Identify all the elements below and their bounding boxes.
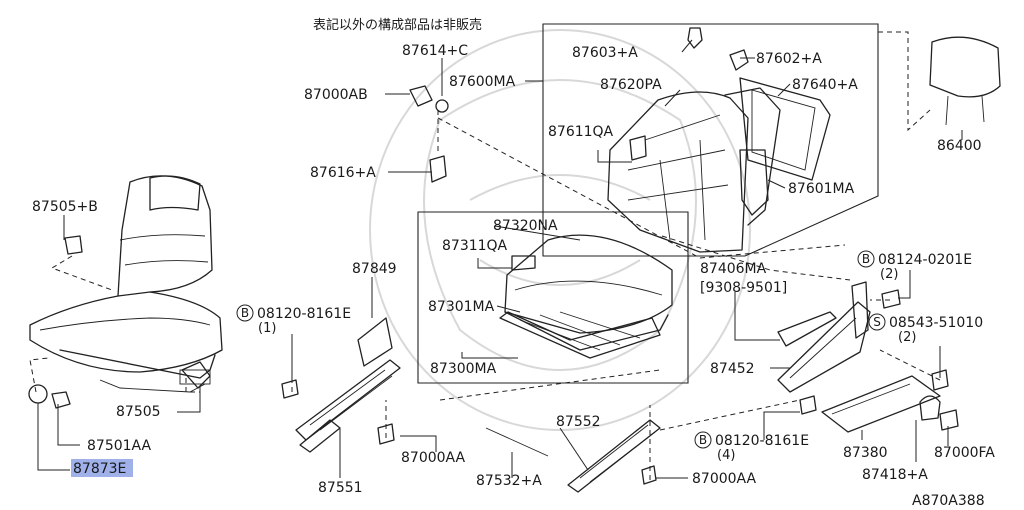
part-label-87551[interactable]: 87551 — [318, 480, 363, 496]
qty-08120-8161E-a: (1) — [258, 321, 276, 336]
part-label-87611QA[interactable]: 87611QA — [548, 124, 614, 140]
svg-text:B: B — [241, 306, 249, 320]
svg-text:B: B — [862, 252, 870, 266]
seat-cushion-illustration — [499, 234, 673, 359]
part-label-87452[interactable]: 87452 — [710, 361, 755, 377]
part-label-87000AB[interactable]: 87000AB — [304, 87, 368, 103]
part-label-08124-0201E[interactable]: 08124-0201E — [878, 252, 972, 268]
complete-seat-illustration — [29, 175, 223, 393]
highlight-87873E — [71, 459, 133, 477]
part-label-08120-8161E-b[interactable]: 08120-8161E — [715, 433, 809, 449]
seatback-illustration — [607, 27, 831, 253]
leader-lines — [37, 39, 963, 479]
part-label-87406MA[interactable]: 87406MA — [700, 261, 767, 277]
part-label-87301MA[interactable]: 87301MA — [428, 299, 495, 315]
svg-text:B: B — [699, 433, 707, 447]
part-label-08543-51010[interactable]: 08543-51010 — [889, 315, 983, 331]
part-label-87849[interactable]: 87849 — [352, 261, 397, 277]
part-label-87614C[interactable]: 87614+C — [402, 43, 468, 59]
fastener-parts — [28, 85, 959, 485]
part-label-87601MA[interactable]: 87601MA — [788, 181, 855, 197]
screw-symbol-s: S — [868, 313, 886, 331]
part-label-08120-8161E-a[interactable]: 08120-8161E — [257, 306, 351, 322]
part-label-87311QA[interactable]: 87311QA — [442, 238, 508, 254]
part-label-87501AA[interactable]: 87501AA — [87, 438, 152, 454]
part-label-87616A[interactable]: 87616+A — [310, 165, 376, 181]
part-label-87000AA-b[interactable]: 87000AA — [692, 471, 757, 487]
part-label-87505B[interactable]: 87505+B — [32, 199, 98, 215]
note-text: 表記以外の構成部品は非販売 — [313, 17, 482, 33]
part-label-87300MA[interactable]: 87300MA — [430, 361, 497, 377]
diagram-code: A870A388 — [912, 493, 985, 509]
headrest-illustration — [929, 36, 1001, 126]
part-label-87418A[interactable]: 87418+A — [862, 467, 928, 483]
part-label-87000FA[interactable]: 87000FA — [934, 445, 995, 461]
part-label-87552[interactable]: 87552 — [556, 414, 601, 430]
part-label-87600MA[interactable]: 87600MA — [449, 74, 516, 90]
part-label-87602A[interactable]: 87602+A — [756, 51, 822, 67]
part-label-87406MA-range: [9308-9501] — [700, 280, 787, 296]
qty-08543-51010: (2) — [898, 330, 916, 345]
seatback-group-frame — [542, 23, 879, 257]
bolt-symbol-b-3: B — [694, 431, 712, 449]
part-label-87380[interactable]: 87380 — [843, 445, 888, 461]
part-label-87532A[interactable]: 87532+A — [476, 473, 542, 489]
part-label-87620PA[interactable]: 87620PA — [600, 77, 662, 93]
bolt-symbol-b-1: B — [857, 250, 875, 268]
svg-text:S: S — [873, 315, 881, 329]
part-label-87000AA-a[interactable]: 87000AA — [401, 450, 466, 466]
part-label-87640A[interactable]: 87640+A — [792, 77, 858, 93]
part-label-87320NA[interactable]: 87320NA — [493, 218, 558, 234]
part-label-87873E[interactable]: 87873E — [73, 461, 126, 477]
qty-08124-0201E: (2) — [880, 267, 898, 282]
dashed-guide-lines — [29, 31, 941, 480]
bolt-symbol-b-2: B — [236, 304, 254, 322]
part-label-87505[interactable]: 87505 — [116, 404, 161, 420]
part-label-87603A[interactable]: 87603+A — [572, 45, 638, 61]
qty-08120-8161E-b: (4) — [717, 448, 735, 463]
part-label-86400[interactable]: 86400 — [937, 138, 982, 154]
cushion-group-frame — [417, 211, 689, 384]
